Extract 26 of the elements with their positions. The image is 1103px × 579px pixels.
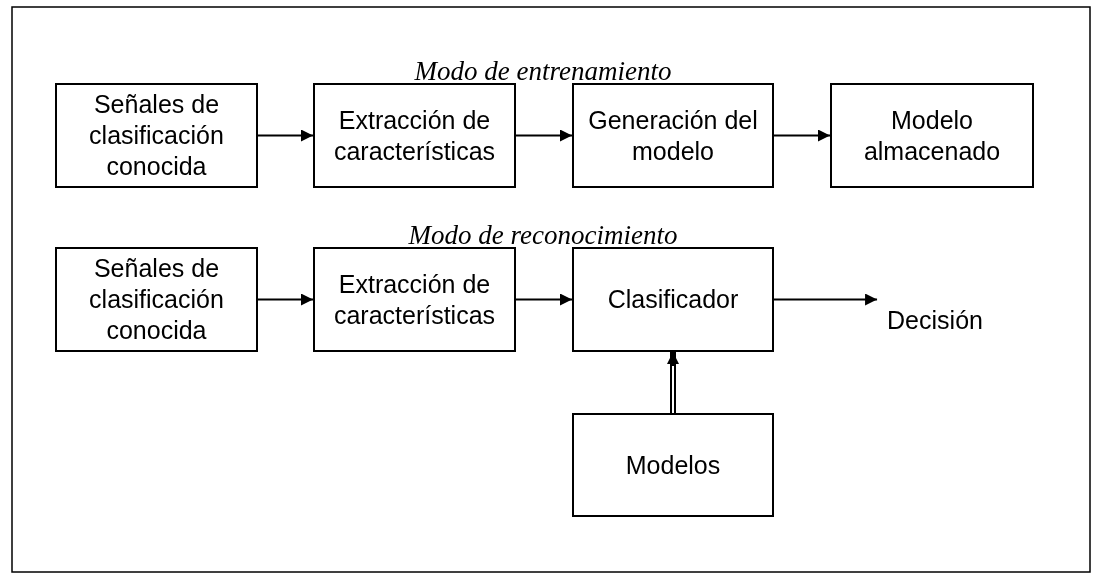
arrow <box>515 293 573 306</box>
output-label: Decisión <box>887 304 983 336</box>
section-title: Modo de reconocimiento <box>408 220 678 251</box>
process-box <box>572 83 774 188</box>
process-box <box>55 247 258 352</box>
process-box <box>572 413 774 517</box>
arrow <box>515 129 573 142</box>
process-box <box>572 247 774 352</box>
box-label: Modelos <box>625 449 721 481</box>
arrow <box>773 293 879 306</box>
arrow <box>667 352 679 414</box>
arrow <box>257 293 314 306</box>
section-title: Modo de entrenamiento <box>414 56 672 87</box>
process-box <box>313 83 516 188</box>
box-label: Extracción de características <box>332 104 497 167</box>
process-box <box>830 83 1034 188</box>
box-label: Señales de clasificación conocida <box>88 89 225 182</box>
box-label: Clasificador <box>607 284 739 315</box>
arrow <box>773 129 831 142</box>
box-label: Señales de clasificación conocida <box>88 253 225 346</box>
box-label: Extracción de características <box>332 268 497 331</box>
box-label: Generación del modelo <box>587 104 759 167</box>
process-box <box>55 83 258 188</box>
box-label: Modelo almacenado <box>862 104 1002 167</box>
arrow <box>257 129 314 142</box>
process-box <box>313 247 516 352</box>
